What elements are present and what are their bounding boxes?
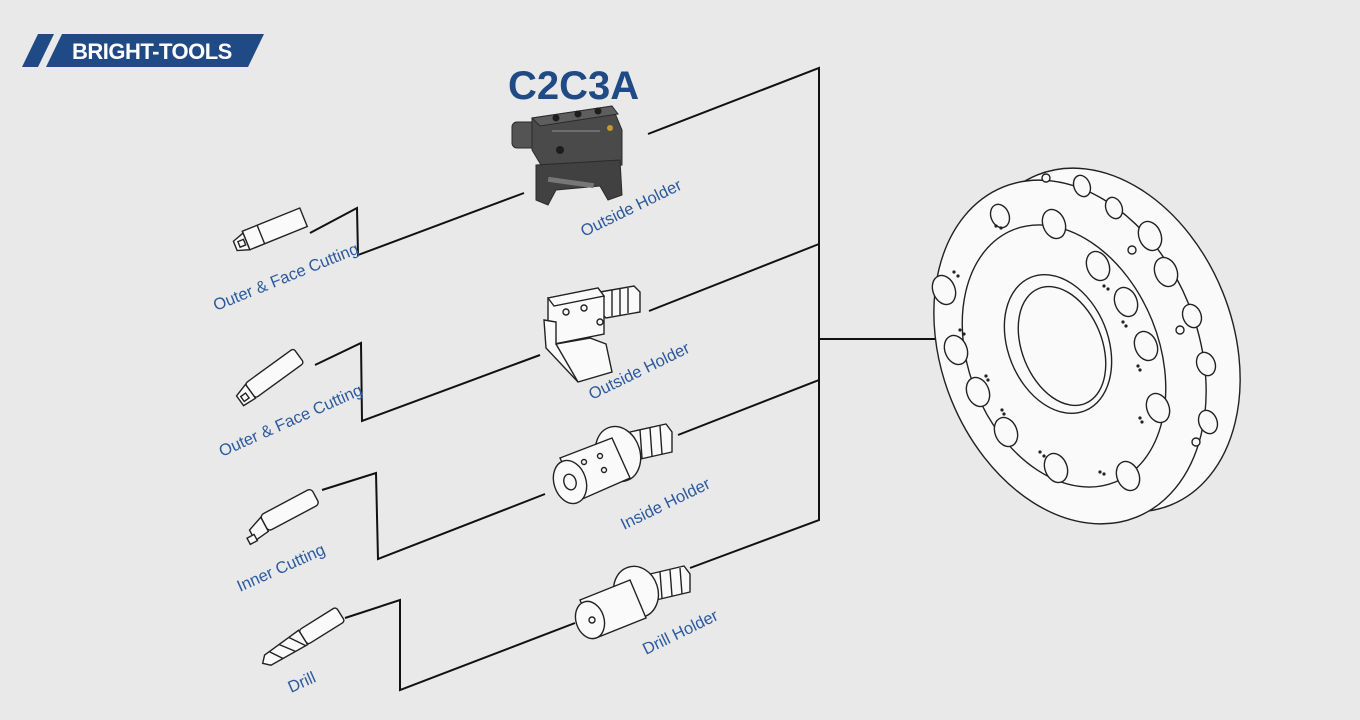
- holder-inside: Inside Holder: [552, 423, 714, 534]
- connector-lines: [309, 66, 948, 692]
- turret-bolt-holes: [931, 173, 1219, 492]
- connector-tool4-holder4: [344, 598, 576, 692]
- connector-tool2-holder2: [314, 341, 541, 423]
- boring-bar-icon: [246, 488, 319, 546]
- tool-inner-cutting: Inner Cutting: [234, 488, 328, 596]
- tool-label: Drill: [285, 669, 318, 697]
- turret-bore-inner: [1017, 285, 1107, 407]
- drill-holder-icon: [574, 565, 691, 640]
- connector-tool1-holder1: [309, 192, 525, 257]
- holder-label: Inside Holder: [618, 475, 714, 534]
- holder-drill: Drill Holder: [574, 565, 722, 659]
- logo-stripe-1: [22, 34, 54, 67]
- connector-holder2-bus: [648, 243, 820, 312]
- turning-tool-icon: [232, 207, 309, 252]
- connector-holder3-bus: [677, 379, 820, 436]
- connector-tool3-holder3: [321, 471, 546, 561]
- logo-bar: [46, 34, 264, 67]
- tool-outer-face-cutting-2: Outer & Face Cutting: [216, 348, 365, 461]
- brand-name: BRIGHT-TOOLS: [72, 39, 232, 64]
- tool-label: Outer & Face Cutting: [211, 240, 361, 315]
- holder-label: Drill Holder: [640, 606, 722, 658]
- diagram-title: C2C3A: [508, 64, 639, 108]
- outside-holder-icon: [511, 105, 623, 206]
- outside-holder-icon: [543, 285, 641, 383]
- tool-drill: Drill: [261, 607, 345, 697]
- turret-pin-holes: [952, 224, 1144, 476]
- turret-disc-icon: [931, 167, 1241, 525]
- drill-bit-icon: [261, 607, 345, 666]
- tool-label: Inner Cutting: [234, 541, 328, 596]
- holder-outside-2: Outside Holder: [543, 285, 693, 404]
- holder-outside-1: Outside Holder: [511, 105, 685, 241]
- inside-holder-icon: [552, 423, 673, 505]
- brand-logo: BRIGHT-TOOLS: [22, 34, 264, 67]
- connector-holders-bus: [647, 66, 820, 569]
- turning-tool-icon: [235, 348, 304, 407]
- tool-outer-face-cutting-1: Outer & Face Cutting: [211, 207, 361, 315]
